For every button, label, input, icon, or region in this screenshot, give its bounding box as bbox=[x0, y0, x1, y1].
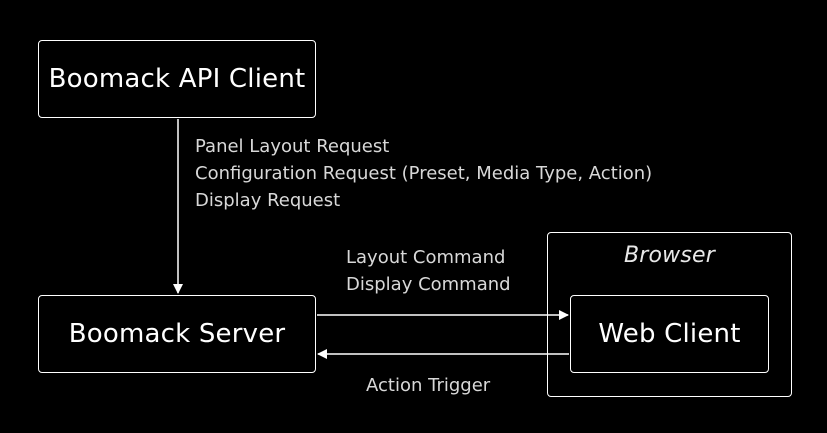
api-client-box: Boomack API Client bbox=[38, 40, 316, 118]
request-label-panel-layout: Panel Layout Request bbox=[195, 136, 390, 157]
api-client-label: Boomack API Client bbox=[48, 64, 306, 94]
request-label-display: Display Request bbox=[195, 190, 341, 211]
server-box: Boomack Server bbox=[38, 295, 316, 373]
browser-container: Browser bbox=[547, 232, 792, 397]
web-client-box: Web Client bbox=[570, 295, 769, 373]
request-label-configuration: Configuration Request (Preset, Media Typ… bbox=[195, 163, 653, 184]
action-trigger-label: Action Trigger bbox=[366, 375, 491, 396]
command-labels: Layout Command Display Command bbox=[346, 244, 511, 298]
browser-label: Browser bbox=[623, 243, 716, 268]
command-label-display: Display Command bbox=[346, 274, 511, 295]
request-labels: Panel Layout Request Configuration Reque… bbox=[195, 133, 652, 214]
command-label-layout: Layout Command bbox=[346, 247, 506, 268]
server-label: Boomack Server bbox=[68, 319, 286, 349]
web-client-label: Web Client bbox=[598, 319, 741, 349]
